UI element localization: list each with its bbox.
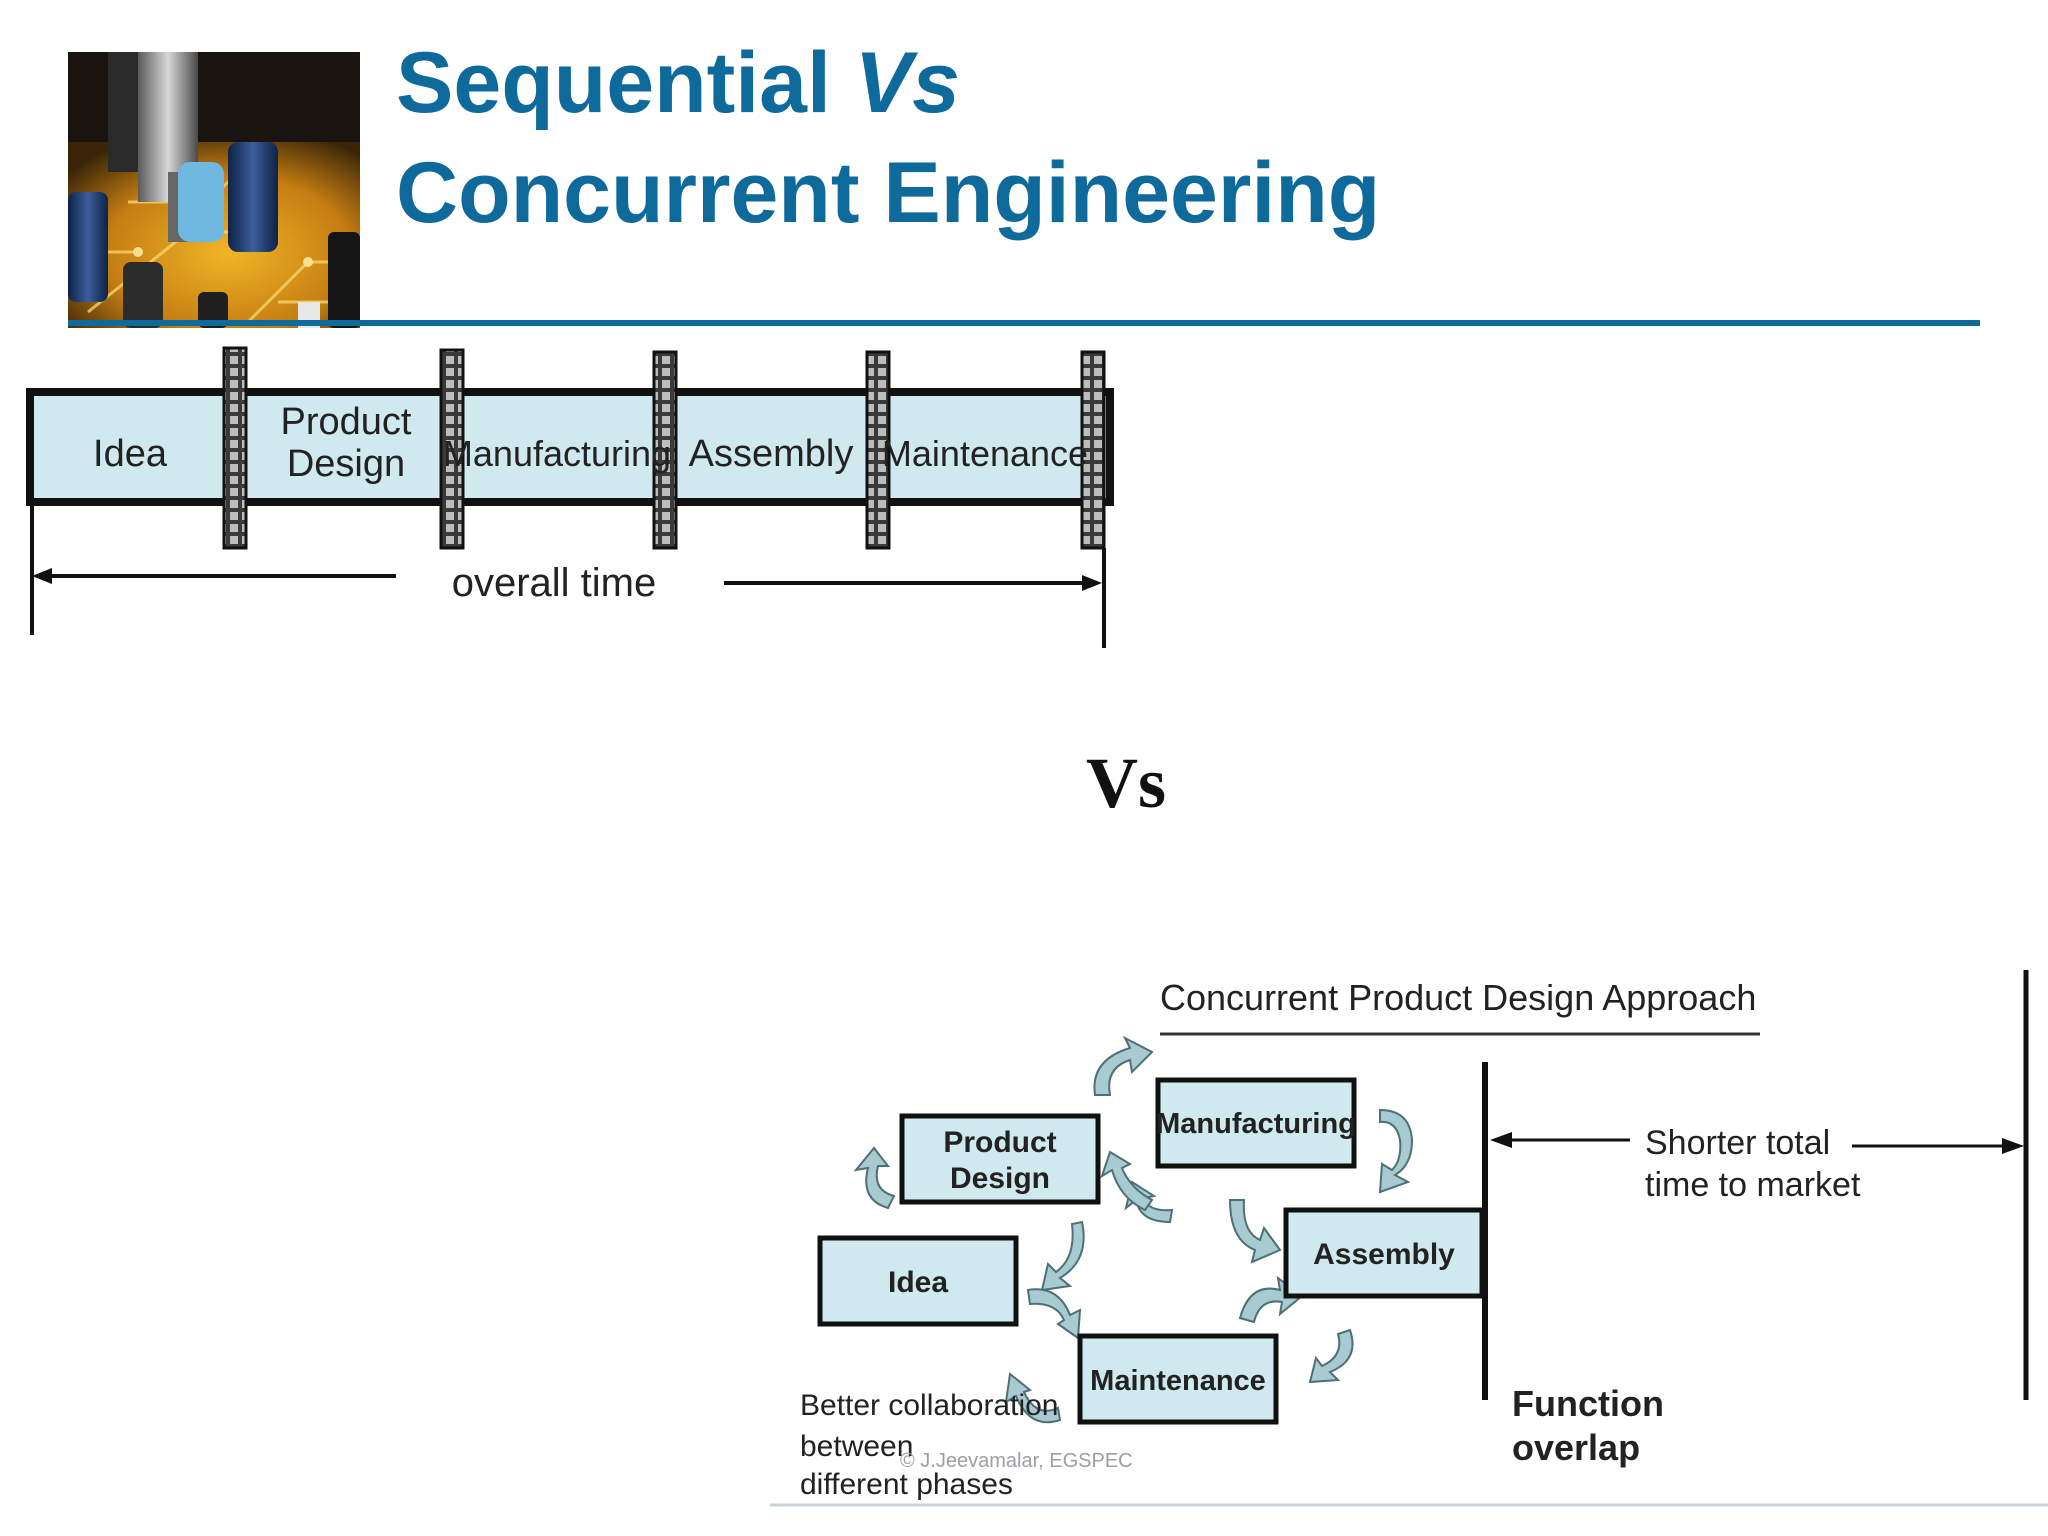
title-word-vs: Vs [854, 35, 960, 131]
circuit-board-photo [68, 52, 360, 328]
manufacturing-label: Manufacturing [1156, 1108, 1356, 1140]
function-overlap-line2: overlap [1512, 1427, 1640, 1468]
overall-time-arrow [30, 500, 1106, 648]
title-line-2: Concurrent Engineering [396, 145, 1381, 241]
stage-product-design-line2: Design [287, 443, 405, 485]
sequential-bar [26, 388, 1114, 506]
maintenance-label: Maintenance [1090, 1365, 1266, 1397]
title-line-1: Sequential Vs [396, 40, 960, 126]
shorter-total-line2: time to market [1645, 1166, 1861, 1204]
phase-separators [222, 346, 1106, 550]
stage-assembly: Assembly [689, 433, 854, 475]
time-to-market-arrow [1482, 970, 2029, 1400]
stage-idea: Idea [93, 433, 168, 475]
idea-label: Idea [888, 1266, 948, 1299]
box-maintenance: Maintenance [1077, 1333, 1279, 1425]
box-idea: Idea [817, 1235, 1019, 1327]
stage-product-design-line1: Product [281, 401, 412, 443]
collab-line1: Better collaboration [800, 1389, 1059, 1422]
function-overlap-line1: Function [1512, 1383, 1664, 1424]
product-design-line2: Design [950, 1162, 1050, 1195]
collab-line3: different phases [800, 1468, 1013, 1501]
shorter-total-line1: Shorter total [1645, 1124, 1830, 1162]
box-manufacturing: Manufacturing [1155, 1077, 1357, 1169]
cycle-arrows [853, 1035, 1414, 1424]
title-underline [68, 320, 1980, 326]
concurrent-heading: Concurrent Product Design Approach [1160, 977, 1756, 1018]
concurrent-diagram: Concurrent Product Design Approach Produ… [770, 970, 2048, 1507]
box-assembly: Assembly [1283, 1207, 1485, 1299]
sequential-diagram: Idea Product Design Manufacturing Assemb… [26, 346, 1114, 648]
overall-time-label: overall time [452, 561, 657, 605]
footer-credit: © J.Jeevamalar, EGSPEC [900, 1450, 1133, 1472]
collab-line2: between [800, 1430, 913, 1463]
box-product-design: Product Design [899, 1113, 1101, 1205]
title-word-sequential: Sequential [396, 35, 855, 131]
stage-manufacturing: Manufacturing [443, 433, 671, 474]
stage-maintenance: Maintenance [882, 433, 1088, 474]
vs-label: Vs [1086, 743, 1167, 823]
assembly-label: Assembly [1313, 1238, 1455, 1271]
product-design-line1: Product [943, 1126, 1056, 1159]
